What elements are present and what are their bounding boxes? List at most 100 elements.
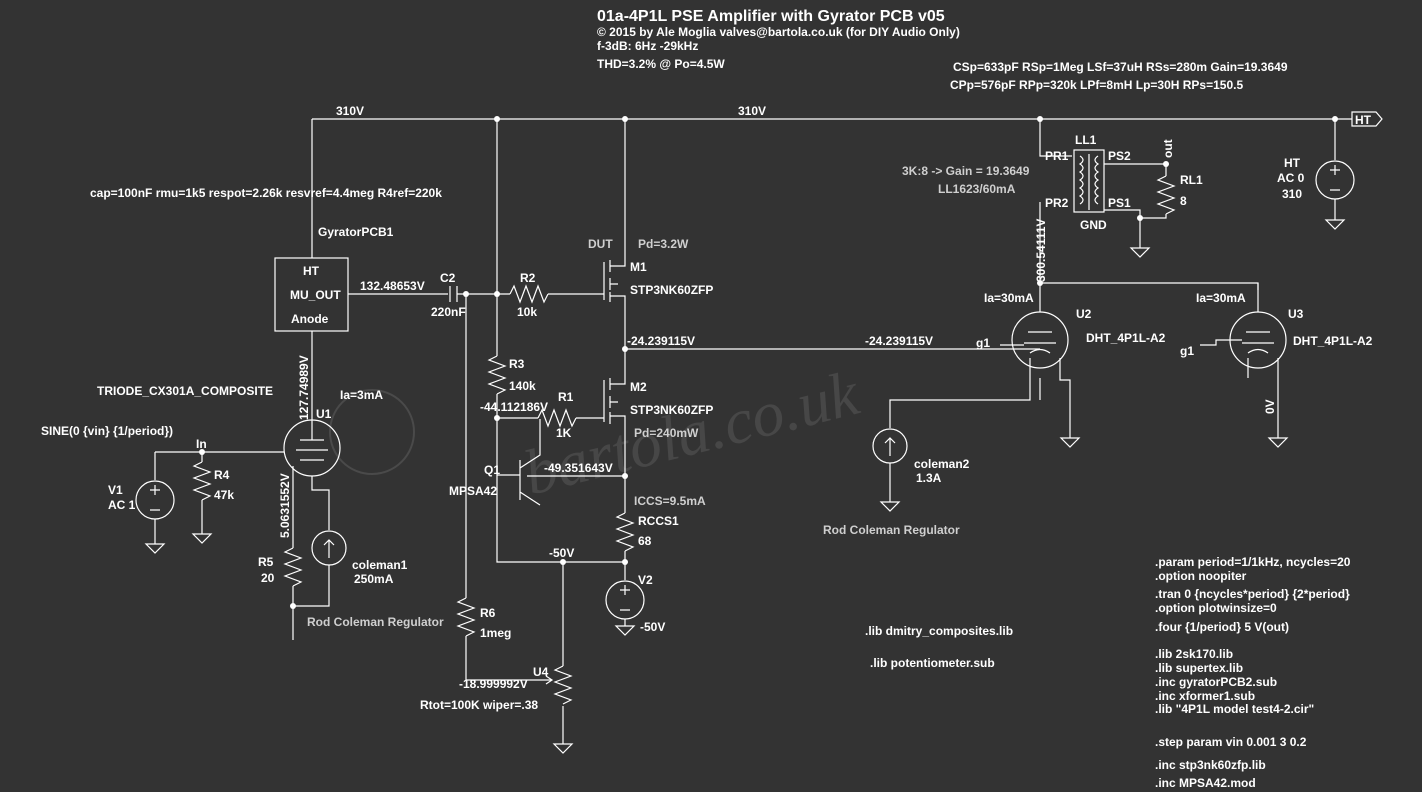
directive-inc-gyrator: .inc gyratorPCB2.sub	[1155, 675, 1277, 689]
coleman2-label: Rod Coleman Regulator	[823, 523, 960, 537]
gyrator-params: cap=100nF rmu=1k5 respot=2.26k resvref=4…	[90, 186, 442, 200]
directive-lib-2sk170: .lib 2sk170.lib	[1155, 647, 1233, 661]
ll1-transformer[interactable]	[1073, 149, 1105, 213]
r2-resistor[interactable]	[509, 285, 549, 303]
source-node-right: -24.239115V	[865, 334, 933, 348]
c2-capacitor[interactable]	[449, 286, 510, 302]
ll1-pr1: PR1	[1045, 149, 1069, 163]
r3-resistor[interactable]	[488, 355, 506, 395]
v1-value: AC 1	[108, 498, 136, 512]
v2-name: V2	[638, 573, 653, 587]
u3-cathode: 0V	[1263, 399, 1277, 414]
u2-name: U2	[1076, 307, 1092, 321]
v2-source[interactable]	[605, 580, 645, 620]
u2-grid: g1	[976, 336, 990, 350]
r3-value: 140k	[509, 379, 536, 393]
gyrator-pin-ht: HT	[303, 264, 320, 278]
coleman2-current-source[interactable]	[872, 428, 908, 464]
r5-name: R5	[258, 555, 274, 569]
r2-value: 10k	[517, 305, 537, 319]
c2-value: 220nF	[431, 305, 466, 319]
m2-name: M2	[630, 380, 647, 394]
m1-mosfet[interactable]	[600, 119, 626, 349]
directive-step: .step param vin 0.001 3 0.2	[1155, 735, 1307, 749]
r5-resistor[interactable]	[284, 547, 302, 587]
u1-model: TRIODE_CX301A_COMPOSITE	[97, 384, 273, 398]
xfmr-params-line2: CPp=576pF RPp=320k LPf=8mH Lp=30H RPs=15…	[950, 78, 1243, 92]
ll1-model: LL1623/60mA	[938, 182, 1016, 196]
r6-resistor[interactable]	[457, 597, 475, 637]
u3-name: U3	[1288, 307, 1304, 321]
directive-inc-mpsa42: .inc MPSA42.mod	[1155, 776, 1256, 790]
r5-value: 20	[261, 571, 275, 585]
r2-name: R2	[520, 271, 536, 285]
u4-name: U4	[533, 665, 549, 679]
net-in: In	[196, 437, 207, 451]
ht-source-value: 310	[1282, 187, 1302, 201]
u1-ia: Ia=3mA	[340, 388, 383, 402]
v1-source[interactable]	[135, 480, 175, 520]
directive-tran: .tran 0 {ncycles*period} {2*period}	[1155, 587, 1350, 601]
r4-resistor[interactable]	[193, 461, 211, 501]
ht-voltage-left: 310V	[336, 104, 364, 118]
u4-potentiometer[interactable]	[554, 665, 572, 705]
directive-inc-xformer: .inc xformer1.sub	[1155, 689, 1255, 703]
directive-lib-potentiometer: .lib potentiometer.sub	[870, 656, 995, 670]
u4-desc: Rtot=100K wiper=.38	[420, 698, 538, 712]
rl1-resistor[interactable]	[1157, 175, 1175, 215]
m2-mosfet[interactable]	[600, 349, 626, 476]
v2-value: -50V	[640, 620, 665, 634]
u1-anode-voltage: 127.74989V	[297, 355, 311, 420]
rccs1-value: 68	[638, 534, 652, 548]
v1-name: V1	[108, 483, 123, 497]
ll1-name: LL1	[1075, 133, 1097, 147]
rl1-name: RL1	[1180, 173, 1203, 187]
u1-name: U1	[316, 407, 332, 421]
u3-grid: g1	[1180, 344, 1194, 358]
u2-ia: Ia=30mA	[984, 291, 1034, 305]
ht-voltage-right: 310V	[738, 104, 766, 118]
rccs1-resistor[interactable]	[616, 512, 634, 552]
thd-text: THD=3.2% @ Po=4.5W	[597, 57, 725, 71]
directive-lib-dmitry: .lib dmitry_composites.lib	[865, 624, 1013, 638]
coleman2-value: 1.3A	[916, 471, 942, 485]
watermark: bartola.co.uk	[329, 357, 867, 508]
directive-inc-stp3nk60zfp: .inc stp3nk60zfp.lib	[1155, 758, 1266, 772]
m2-pd: Pd=240mW	[634, 426, 699, 440]
spice-directives: .param period=1/1kHz, ncycles=20 .option…	[1155, 555, 1351, 790]
directive-option-noopiter: .option noopiter	[1155, 569, 1247, 583]
primary-voltage: 300.54111V	[1034, 219, 1048, 282]
neg-rail-label: -50V	[549, 546, 574, 560]
ll1-pr2: PR2	[1045, 196, 1069, 210]
u4-node: -18.999992V	[459, 677, 528, 691]
ll1-ps1: PS1	[1108, 196, 1131, 210]
r6-value: 1meg	[480, 626, 511, 640]
coleman1-label: Rod Coleman Regulator	[307, 615, 444, 629]
u2-model: DHT_4P1L-A2	[1086, 331, 1166, 345]
source-node-left: -24.239115V	[627, 334, 695, 348]
u2-tube[interactable]	[1011, 311, 1069, 369]
q1-part: MPSA42	[449, 484, 497, 498]
u3-ia: Ia=30mA	[1196, 291, 1246, 305]
c2-name: C2	[440, 271, 456, 285]
r3-node: -44.112186V	[480, 400, 548, 414]
directive-option-plotwinsize: .option plotwinsize=0	[1155, 601, 1277, 615]
gyrator-pin-mu-out: MU_OUT	[290, 288, 341, 302]
ll1-gnd: GND	[1080, 218, 1107, 232]
q1-name: Q1	[484, 463, 500, 477]
coleman1-current-source[interactable]	[311, 530, 347, 566]
q1-transistor[interactable]	[497, 419, 541, 506]
m2-part: STP3NK60ZFP	[630, 403, 713, 417]
r4-name: R4	[214, 468, 230, 482]
u3-model: DHT_4P1L-A2	[1293, 334, 1373, 348]
gyrator-name: GyratorPCB1	[318, 225, 394, 239]
ht-source-name: HT	[1284, 156, 1301, 170]
ll1-ps2: PS2	[1108, 149, 1131, 163]
ht-source-ac: AC 0	[1277, 171, 1305, 185]
xfmr-params-line1: CSp=633pF RSp=1Meg LSf=37uH RSs=280m Gai…	[953, 60, 1288, 74]
m1-pd: Pd=3.2W	[638, 237, 689, 251]
m1-part: STP3NK60ZFP	[630, 283, 713, 297]
gyrator-out-voltage: 132.48653V	[360, 279, 425, 293]
ht-source[interactable]	[1315, 160, 1355, 200]
